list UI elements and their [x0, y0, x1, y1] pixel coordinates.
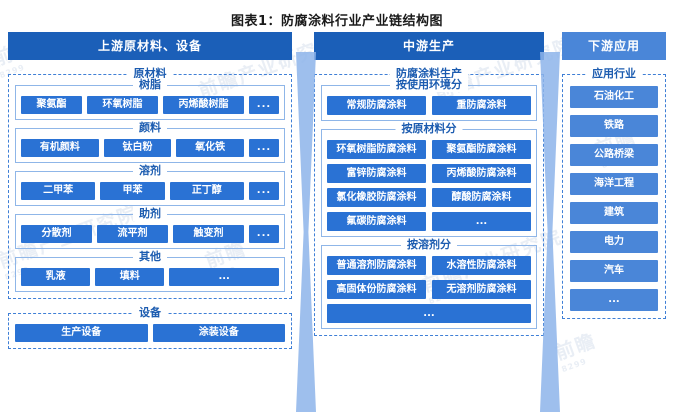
- group-anticorrosion-production: 防腐涂料生产 按使用环境分 常规防腐涂料 重防腐涂料 按原材料分 环氧树脂防腐涂…: [314, 67, 544, 336]
- chip-item[interactable]: 丙烯酸树脂: [163, 96, 244, 114]
- chip-item[interactable]: 正丁醇: [169, 182, 244, 200]
- chip-item[interactable]: 聚氨酯: [21, 96, 82, 114]
- group-label-application-industries: 应用行业: [586, 67, 642, 81]
- chip-item[interactable]: 富锌防腐涂料: [327, 164, 426, 183]
- subgroup-additive: 助剂 分散剂 流平剂 触变剂 ...: [15, 207, 285, 249]
- chip-item[interactable]: 生产设备: [15, 324, 148, 342]
- chip-item[interactable]: 建筑: [570, 202, 658, 224]
- chip-item-more[interactable]: ...: [249, 96, 279, 114]
- subgroup-pigment: 颜料 有机颜料 钛白粉 氧化铁 ...: [15, 121, 285, 163]
- chip-item[interactable]: 涂装设备: [152, 324, 285, 342]
- chip-item-more[interactable]: ...: [169, 268, 280, 286]
- group-application-industries: 应用行业 石油化工 铁路 公路桥梁 海洋工程 建筑 电力 汽车 ...: [562, 67, 666, 319]
- chip-item-more[interactable]: ...: [249, 225, 279, 243]
- chip-item[interactable]: 环氧树脂防腐涂料: [327, 140, 426, 159]
- chip-item[interactable]: 触变剂: [173, 225, 244, 243]
- chip-item[interactable]: 甲苯: [100, 182, 165, 200]
- subgroup-by-environment: 按使用环境分 常规防腐涂料 重防腐涂料: [321, 78, 537, 121]
- chip-item-more[interactable]: ...: [570, 289, 658, 311]
- chip-item[interactable]: 普通溶剂防腐涂料: [327, 256, 426, 275]
- chip-item[interactable]: 汽车: [570, 260, 658, 282]
- subgroup-label-by-raw-material: 按原材料分: [395, 122, 463, 136]
- separator-upstream-midstream: [296, 52, 316, 412]
- chip-item-more[interactable]: ...: [248, 182, 279, 200]
- chip-item[interactable]: 石油化工: [570, 86, 658, 108]
- chip-item[interactable]: 分散剂: [21, 225, 92, 243]
- chip-item[interactable]: 氟碳防腐涂料: [327, 212, 426, 231]
- upstream-header: 上游原材料、设备: [8, 32, 292, 60]
- chip-row: 高固体份防腐涂料 无溶剂防腐涂料: [327, 280, 531, 299]
- chip-row: 聚氨酯 环氧树脂 丙烯酸树脂 ...: [21, 96, 279, 114]
- subgroup-by-solvent: 按溶剂分 普通溶剂防腐涂料 水溶性防腐涂料 高固体份防腐涂料 无溶剂防腐涂料 .…: [321, 238, 537, 329]
- chip-row: 常规防腐涂料 重防腐涂料: [327, 96, 531, 115]
- separator-midstream-downstream: [540, 52, 560, 412]
- chip-row: 富锌防腐涂料 丙烯酸防腐涂料: [327, 164, 531, 183]
- chip-item[interactable]: 水溶性防腐涂料: [432, 256, 531, 275]
- chip-item-more[interactable]: ...: [432, 212, 531, 231]
- subgroup-label-solvent: 溶剂: [133, 164, 167, 178]
- subgroup-label-pigment: 颜料: [133, 121, 167, 135]
- column-downstream: 下游应用 应用行业 石油化工 铁路 公路桥梁 海洋工程 建筑 电力 汽车 ...: [562, 32, 666, 319]
- subgroup-resin: 树脂 聚氨酯 环氧树脂 丙烯酸树脂 ...: [15, 78, 285, 120]
- chip-row: 氟碳防腐涂料 ...: [327, 212, 531, 231]
- chip-row: 氯化橡胶防腐涂料 醇酸防腐涂料: [327, 188, 531, 207]
- subgroup-by-raw-material: 按原材料分 环氧树脂防腐涂料 聚氨酯防腐涂料 富锌防腐涂料 丙烯酸防腐涂料 氯化…: [321, 122, 537, 237]
- subgroup-label-by-environment: 按使用环境分: [390, 78, 468, 92]
- group-label-equipment: 设备: [133, 306, 167, 320]
- group-label-raw-materials: 原材料: [127, 67, 173, 81]
- chip-item[interactable]: 聚氨酯防腐涂料: [432, 140, 531, 159]
- page-title: 图表1：防腐涂料行业产业链结构图: [230, 14, 444, 29]
- group-equipment: 设备 生产设备 涂装设备: [8, 306, 292, 349]
- subgroup-label-other: 其他: [133, 250, 167, 264]
- chip-item[interactable]: 重防腐涂料: [432, 96, 531, 115]
- chip-item[interactable]: 丙烯酸防腐涂料: [432, 164, 531, 183]
- chip-item[interactable]: 公路桥梁: [570, 144, 658, 166]
- chip-item[interactable]: 乳液: [21, 268, 91, 286]
- chip-item[interactable]: 高固体份防腐涂料: [327, 280, 426, 299]
- group-raw-materials: 原材料 树脂 聚氨酯 环氧树脂 丙烯酸树脂 ... 颜料 有机颜料 钛白粉 氧化…: [8, 67, 292, 299]
- chip-item[interactable]: 海洋工程: [570, 173, 658, 195]
- chip-row: 环氧树脂防腐涂料 聚氨酯防腐涂料: [327, 140, 531, 159]
- group-label-anticorrosion-production: 防腐涂料生产: [390, 67, 468, 81]
- chip-row: 二甲苯 甲苯 正丁醇 ...: [21, 182, 279, 200]
- chip-item-more[interactable]: ...: [249, 139, 280, 157]
- chip-row: ...: [327, 304, 531, 323]
- subgroup-label-by-solvent: 按溶剂分: [401, 238, 457, 252]
- chip-item[interactable]: 电力: [570, 231, 658, 253]
- chip-row: 有机颜料 钛白粉 氧化铁 ...: [21, 139, 280, 157]
- chip-item[interactable]: 氧化铁: [176, 139, 245, 157]
- chip-item[interactable]: 填料: [95, 268, 165, 286]
- chip-item-more[interactable]: ...: [327, 304, 531, 323]
- subgroup-other: 其他 乳液 填料 ...: [15, 250, 285, 292]
- chip-item[interactable]: 有机颜料: [21, 139, 99, 157]
- chip-item[interactable]: 氯化橡胶防腐涂料: [327, 188, 426, 207]
- chip-row: 生产设备 涂装设备: [15, 324, 285, 342]
- chip-item[interactable]: 钛白粉: [103, 139, 172, 157]
- column-midstream: 中游生产 防腐涂料生产 按使用环境分 常规防腐涂料 重防腐涂料 按原材料分 环氧…: [314, 32, 544, 336]
- industry-chain-diagram: 上游原材料、设备 原材料 树脂 聚氨酯 环氧树脂 丙烯酸树脂 ... 颜料 有机…: [0, 32, 674, 416]
- chip-row: 乳液 填料 ...: [21, 268, 280, 286]
- chip-item[interactable]: 醇酸防腐涂料: [432, 188, 531, 207]
- chip-item[interactable]: 铁路: [570, 115, 658, 137]
- chip-item[interactable]: 流平剂: [97, 225, 168, 243]
- subgroup-solvent: 溶剂 二甲苯 甲苯 正丁醇 ...: [15, 164, 285, 206]
- chip-item[interactable]: 二甲苯: [21, 182, 96, 200]
- chip-row: 分散剂 流平剂 触变剂 ...: [21, 225, 279, 243]
- subgroup-label-additive: 助剂: [133, 207, 167, 221]
- subgroup-label-resin: 树脂: [133, 78, 167, 92]
- chip-item[interactable]: 环氧树脂: [87, 96, 158, 114]
- midstream-header: 中游生产: [314, 32, 544, 60]
- chip-item[interactable]: 无溶剂防腐涂料: [432, 280, 531, 299]
- downstream-header: 下游应用: [562, 32, 666, 60]
- chip-item[interactable]: 常规防腐涂料: [327, 96, 426, 115]
- column-upstream: 上游原材料、设备 原材料 树脂 聚氨酯 环氧树脂 丙烯酸树脂 ... 颜料 有机…: [8, 32, 292, 349]
- chip-row: 普通溶剂防腐涂料 水溶性防腐涂料: [327, 256, 531, 275]
